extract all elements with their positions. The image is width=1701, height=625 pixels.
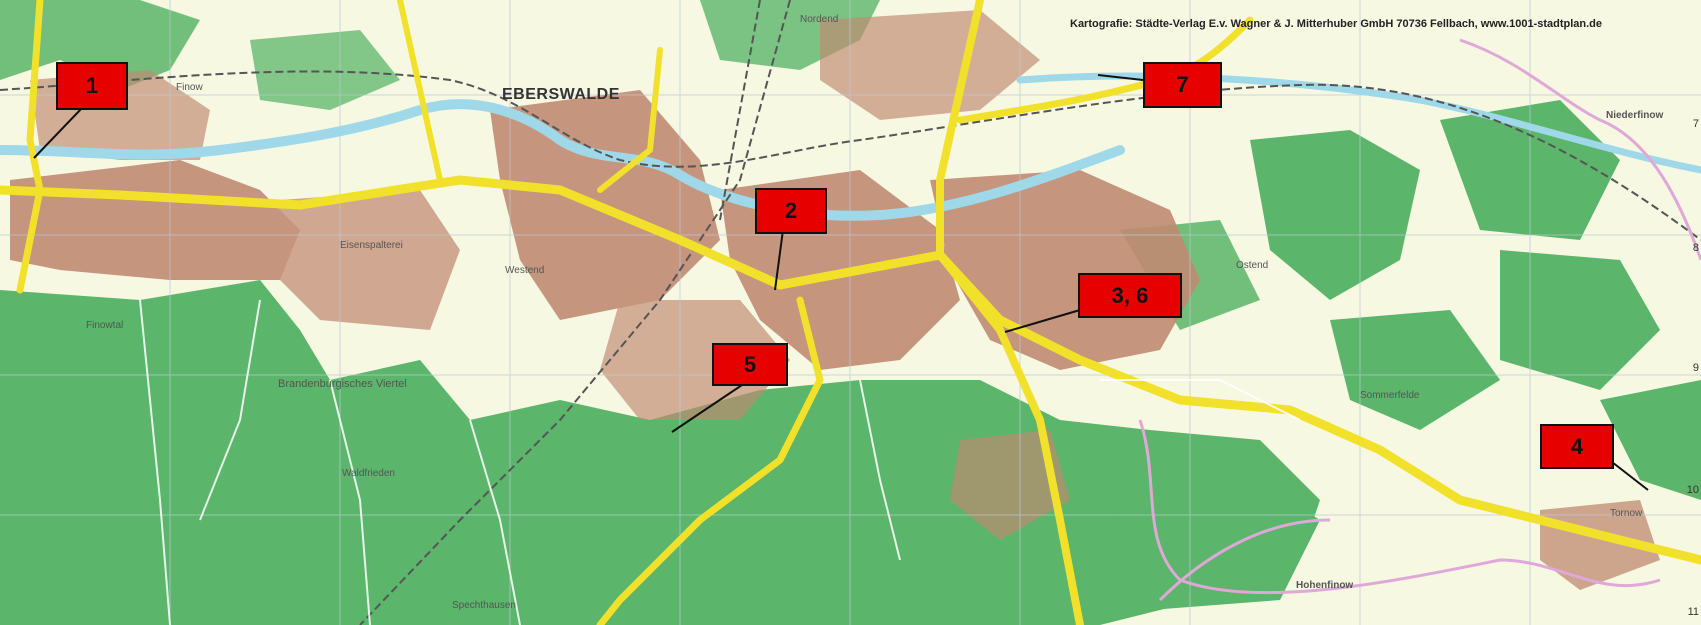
- grid-number: 10: [1686, 484, 1699, 496]
- marker-2[interactable]: 2: [755, 188, 827, 234]
- place-label-hohenfinow: Hohenfinow: [1296, 580, 1354, 591]
- grid-number: 9: [1692, 362, 1699, 374]
- place-label-nordend: Nordend: [800, 14, 839, 25]
- marker-5[interactable]: 5: [712, 343, 788, 386]
- place-label-sommerfelde: Sommerfelde: [1360, 390, 1420, 401]
- place-label-waldfrieden: Waldfrieden: [342, 468, 395, 479]
- grid-number: 7: [1692, 118, 1699, 130]
- place-label-spechthausen: Spechthausen: [452, 600, 516, 611]
- boundaries: [1138, 38, 1701, 602]
- map-credit: Kartografie: Städte-Verlag E.v. Wagner &…: [1070, 18, 1603, 30]
- marker-pointers: [33, 74, 1649, 491]
- marker-1[interactable]: 1: [56, 62, 128, 110]
- minor-roads: [139, 299, 1301, 625]
- marker-7[interactable]: 7: [1143, 62, 1222, 108]
- place-label-eisenspalterei: Eisenspalterei: [340, 240, 403, 251]
- marker-4[interactable]: 4: [1540, 424, 1614, 469]
- place-label-finowtal: Finowtal: [86, 320, 124, 331]
- marker-3-6[interactable]: 3, 6: [1078, 273, 1182, 318]
- place-label-ostend: Ostend: [1236, 260, 1269, 271]
- city-label: EBERSWALDE: [502, 86, 620, 103]
- grid-number: 8: [1692, 242, 1699, 254]
- place-label-niederfinow: Niederfinow: [1606, 110, 1664, 121]
- place-label-brandenburgisches-viertel: Brandenburgisches Viertel: [278, 378, 407, 390]
- rivers: [0, 72, 1701, 221]
- place-label-tornow: Tornow: [1610, 508, 1643, 519]
- place-label-westend: Westend: [505, 265, 545, 276]
- grid-number: 11: [1687, 606, 1699, 618]
- place-label-finow: Finow: [176, 82, 203, 93]
